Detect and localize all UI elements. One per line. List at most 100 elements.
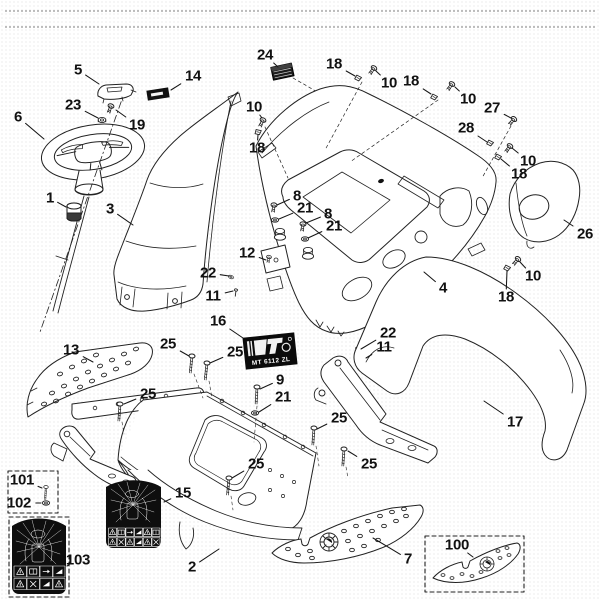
leader-line-12	[258, 256, 267, 261]
callout-21: 21	[274, 388, 292, 406]
callout-13: 13	[62, 341, 80, 359]
connector-block	[270, 62, 295, 81]
leader-line-101	[37, 485, 43, 489]
callout-15: 15	[174, 484, 192, 502]
callout-26: 26	[576, 225, 594, 243]
callout-22: 22	[199, 264, 217, 282]
screw-10	[510, 254, 523, 267]
leader-line-25	[179, 350, 190, 357]
mounting-boss	[301, 246, 315, 260]
screw-101	[42, 484, 49, 501]
foot-plate-100	[432, 542, 521, 583]
screw-10	[366, 64, 379, 77]
callout-10: 10	[519, 152, 537, 170]
leader-line-10	[511, 147, 519, 154]
nut-23	[97, 116, 107, 124]
steering-sleeve	[66, 202, 82, 222]
callout-27: 27	[483, 99, 501, 117]
callout-10: 10	[459, 90, 477, 108]
leader-line-21	[278, 212, 294, 220]
rear-fender	[353, 256, 587, 461]
leader-line-5	[85, 74, 100, 85]
screw-9	[252, 384, 261, 405]
assembly-axis	[121, 373, 349, 511]
callout-25: 25	[139, 385, 157, 403]
plate-100-box	[424, 535, 525, 593]
callout-12: 12	[238, 244, 256, 262]
leader-line-10	[259, 114, 263, 119]
leader-line-8	[276, 198, 290, 206]
leader-line-21	[258, 404, 272, 413]
leader-line-28	[477, 135, 488, 143]
callout-23: 23	[64, 96, 82, 114]
callout-28: 28	[457, 119, 475, 137]
callout-7: 7	[403, 550, 413, 568]
callout-25: 25	[226, 343, 244, 361]
warning-decal-103	[12, 518, 66, 594]
callout-14: 14	[184, 67, 202, 85]
leader-line-25	[316, 423, 328, 430]
callout-18: 18	[497, 288, 515, 306]
callout-22: 22	[379, 324, 397, 342]
footrest-bracket	[313, 355, 438, 464]
callout-25: 25	[247, 455, 265, 473]
callout-100: 100	[444, 536, 470, 554]
callout-1: 1	[45, 189, 55, 207]
front-cowl	[113, 91, 242, 312]
leader-line-22	[360, 339, 377, 350]
leader-line-22	[219, 274, 230, 277]
screw-10	[444, 80, 457, 93]
halftone-texture	[5, 26, 595, 28]
side-cover	[508, 160, 581, 249]
halftone-texture	[5, 10, 595, 12]
callout-19: 19	[128, 116, 146, 134]
leader-line-17	[483, 400, 504, 415]
callout-18: 18	[248, 139, 266, 157]
leader-line-16	[229, 328, 244, 339]
callout-8: 8	[292, 187, 302, 205]
steering-shaft	[39, 87, 127, 333]
leader-line-3	[117, 213, 134, 226]
callout-24: 24	[256, 46, 274, 64]
leader-lines	[25, 62, 574, 567]
callout-10: 10	[245, 98, 263, 116]
leader-line-8	[305, 216, 321, 224]
screw-25	[201, 360, 211, 381]
leader-line-27	[503, 113, 512, 119]
screw-25	[339, 446, 348, 467]
leader-line-25	[231, 470, 245, 479]
leader-line-2	[199, 548, 220, 563]
leader-line-15	[163, 498, 172, 503]
leader-line-25	[347, 450, 358, 457]
callout-18: 18	[510, 165, 528, 183]
leader-line-13	[82, 356, 94, 363]
leader-line-25	[123, 398, 137, 405]
brand-sticker	[146, 87, 170, 101]
leader-line-9	[259, 382, 273, 390]
screw-25	[186, 353, 196, 374]
callout-3: 3	[105, 200, 115, 218]
callout-2: 2	[187, 558, 197, 576]
callout-10: 10	[524, 267, 542, 285]
callout-25: 25	[159, 335, 177, 353]
clip-nut-18	[254, 128, 262, 136]
screw-19	[105, 102, 116, 115]
washer-21	[270, 217, 280, 223]
ignition-cover	[97, 83, 137, 104]
callout-11: 11	[376, 338, 392, 356]
callout-101: 101	[9, 471, 35, 489]
clip-nut-28	[485, 139, 495, 148]
leader-line-23	[84, 110, 99, 119]
leader-line-19	[115, 109, 127, 118]
leader-line-26	[563, 219, 574, 227]
callout-11: 11	[205, 287, 221, 305]
callout-102: 102	[6, 494, 32, 512]
callout-5: 5	[73, 61, 83, 79]
leader-line-6	[25, 122, 45, 140]
callout-21: 21	[325, 217, 343, 235]
callout-10: 10	[380, 74, 398, 92]
leader-line-10	[454, 86, 460, 92]
callout-18: 18	[325, 55, 343, 73]
